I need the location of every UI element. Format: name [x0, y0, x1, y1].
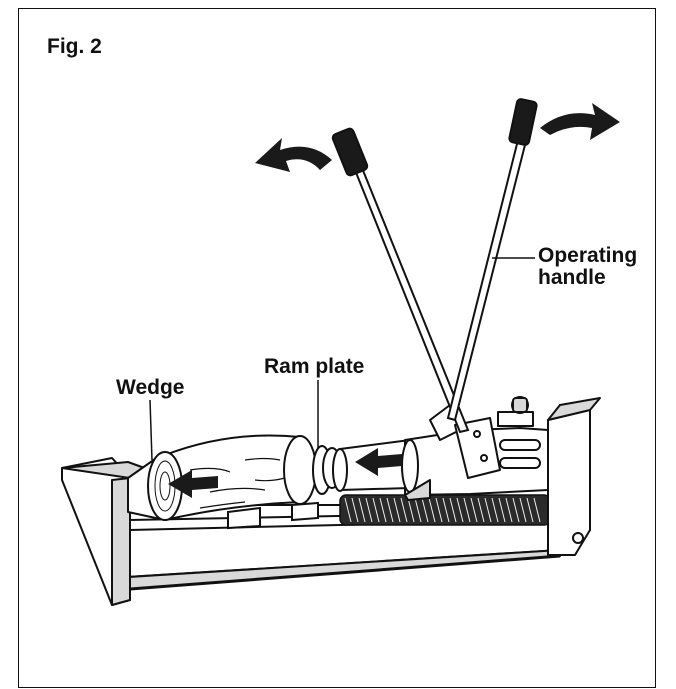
arrow-ram-direction [355, 448, 402, 476]
return-spring [339, 494, 551, 526]
operating-handle-right [446, 98, 538, 422]
figure-title: Fig. 2 [47, 35, 102, 58]
ram-plate [312, 380, 342, 495]
ram-plate-label: Ram plate [264, 355, 365, 378]
rear-end-plate [547, 397, 601, 556]
arrow-right-curved [540, 103, 620, 140]
arrow-left-curved [255, 138, 332, 172]
arrow-wedge-direction [168, 470, 218, 498]
operating-handle-label-line2: handle [538, 266, 606, 290]
handle-pivot [429, 404, 501, 479]
operating-handle-left [331, 127, 470, 434]
operating-handle-label-line1: Operating [538, 244, 638, 267]
wedge-end-plate [61, 457, 151, 606]
operating-handle-label: Operating handle [538, 244, 638, 290]
wedge-label: Wedge [116, 376, 185, 399]
log [147, 434, 317, 521]
log-cradles [227, 501, 319, 530]
